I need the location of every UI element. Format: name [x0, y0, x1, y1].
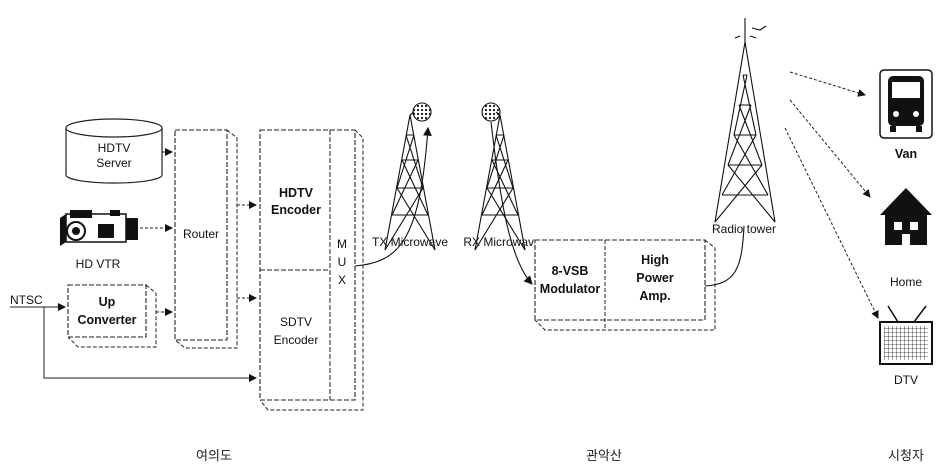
ntsc-label: NTSC	[10, 293, 43, 307]
sdtv-encoder-label-1: SDTV	[280, 315, 312, 329]
router-label: Router	[183, 227, 219, 241]
hdtv-server: HDTV Server	[65, 118, 163, 184]
dtv-icon	[879, 305, 933, 365]
up-converter-block: Up Converter	[67, 284, 157, 348]
hdtv-encoder-label-1: HDTV	[279, 186, 314, 200]
broadcast-to-dtv-arrow	[784, 127, 879, 319]
mux-label-u: U	[338, 255, 347, 269]
dtv-label: DTV	[894, 373, 918, 387]
up-converter-label-1: Up	[99, 295, 116, 309]
hdtv-server-label-1: HDTV	[98, 141, 131, 155]
amp-label-2: Power	[636, 271, 674, 285]
router-block: Router	[174, 129, 238, 349]
modulator-amp-block	[534, 239, 716, 331]
tx-microwave-tower-icon	[384, 102, 436, 251]
amp-label-1: High	[641, 253, 669, 267]
location-caption-gwanaksan: 관악산	[586, 449, 622, 464]
rx-microwave-label: RX Microwave	[463, 235, 541, 249]
sdtv-encoder-label-2: Encoder	[274, 333, 319, 347]
mux-label-x: X	[338, 273, 346, 287]
radio-tower-icon	[714, 18, 776, 223]
location-caption-yeouido: 여의도	[196, 449, 232, 464]
van-icon	[879, 69, 933, 139]
mux-label-m: M	[337, 237, 347, 251]
encoder-mux-block	[259, 129, 364, 411]
modulator-label-2: Modulator	[540, 282, 601, 296]
broadcast-to-van-arrow	[789, 71, 866, 97]
home-icon	[880, 188, 932, 245]
hd-vtr-label: HD VTR	[76, 257, 121, 271]
amp-label-3: Amp.	[639, 289, 670, 303]
van-label: Van	[895, 147, 917, 161]
hd-vtr-camera-icon	[60, 210, 138, 246]
broadcast-to-home-arrow	[789, 99, 871, 198]
home-label: Home	[890, 275, 922, 289]
hdtv-server-label-2: Server	[96, 156, 131, 170]
ntsc-to-sdtv-arrow	[43, 307, 257, 382]
hdtv-encoder-label-2: Encoder	[271, 203, 321, 217]
amp-to-tower-link	[704, 225, 745, 287]
tx-microwave-label: TX Microwave	[372, 235, 448, 249]
mux-to-tx-link	[354, 126, 432, 267]
rx-microwave-tower-icon	[474, 102, 526, 251]
location-caption-viewers: 시청자	[888, 449, 924, 464]
modulator-label-1: 8-VSB	[552, 264, 589, 278]
up-converter-label-2: Converter	[77, 313, 136, 327]
rx-to-modulator-link	[490, 121, 533, 285]
